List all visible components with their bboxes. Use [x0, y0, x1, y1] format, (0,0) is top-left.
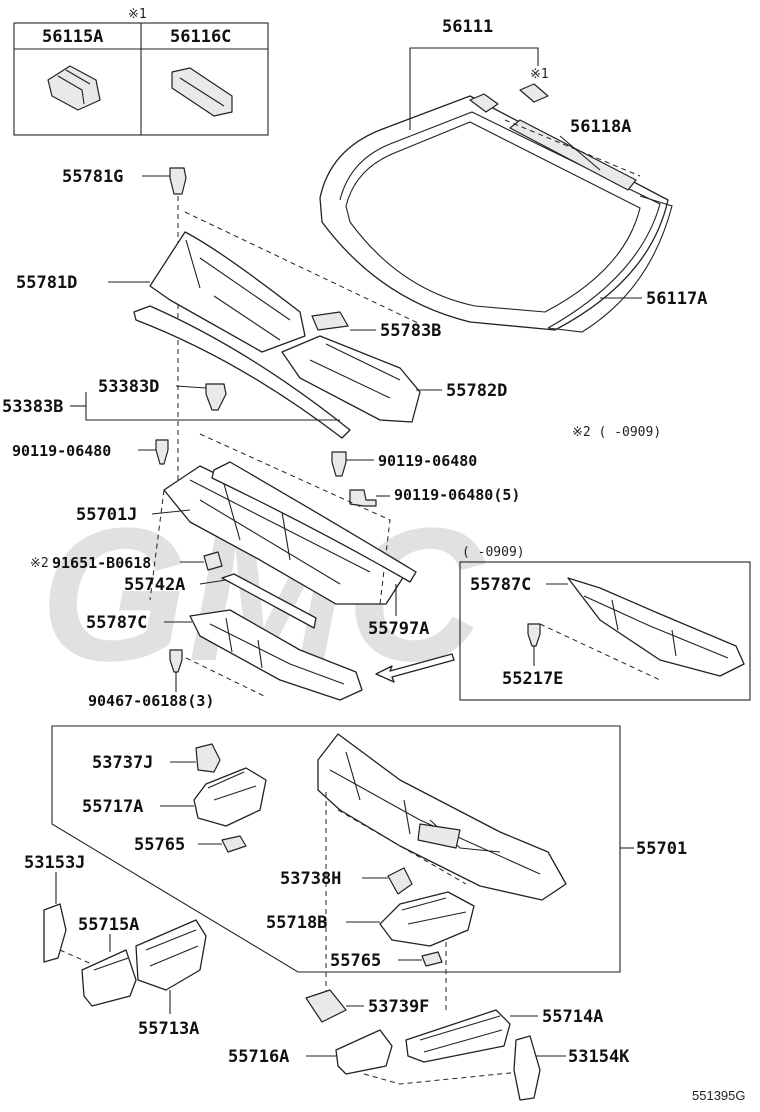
- inset-right: ( -0909) 55787C 55217E: [459, 545, 751, 701]
- label-55787C[interactable]: 55787C: [86, 613, 147, 633]
- inset-part-56115A[interactable]: 56115A: [42, 27, 103, 47]
- label-55717A[interactable]: 55717A: [82, 797, 143, 817]
- label-55701J[interactable]: 55701J: [76, 505, 137, 525]
- label-53738H[interactable]: 53738H: [280, 869, 341, 889]
- inset-label-55787C[interactable]: 55787C: [470, 575, 531, 595]
- windshield-group: [319, 47, 673, 333]
- label-56111[interactable]: 56111: [442, 17, 493, 37]
- label-56118A[interactable]: 56118A: [570, 117, 631, 137]
- strip-56118a-shape: [509, 119, 637, 191]
- panel-55714a-shape[interactable]: [405, 1009, 511, 1063]
- bracket-53737j-shape: [195, 743, 221, 773]
- label-91651[interactable]: 91651-B0618: [52, 554, 151, 572]
- pad-53739f-shape: [305, 989, 347, 1023]
- label-55782D[interactable]: 55782D: [446, 381, 507, 401]
- bolt-90119-a: [138, 439, 169, 465]
- clip-55765-b-shape: [421, 951, 443, 967]
- inset-note: ※1: [128, 7, 147, 22]
- bracket-53154k-shape[interactable]: [513, 1035, 541, 1101]
- label-53153J[interactable]: 53153J: [24, 853, 85, 873]
- diagram-code: 551395G: [692, 1088, 746, 1103]
- inset-top-left: ※1 56115A 56116C: [13, 7, 269, 136]
- cowl-top-55781d[interactable]: [149, 211, 421, 353]
- cowl-panel-55701[interactable]: [317, 733, 567, 1000]
- label-55718B[interactable]: 55718B: [266, 913, 327, 933]
- seal-55797a-shape[interactable]: [211, 461, 417, 583]
- label-55701[interactable]: 55701: [636, 839, 687, 859]
- louver-55787c[interactable]: [177, 609, 363, 701]
- bracket-53738h-shape: [387, 867, 413, 895]
- clip-56116c-shape: [171, 67, 233, 117]
- clip-56115a-shape: [47, 65, 101, 111]
- assembly-box-55701: [51, 725, 621, 973]
- label-55765-a[interactable]: 55765: [134, 835, 185, 855]
- panel-55713a-shape[interactable]: [135, 919, 207, 991]
- label-55765-b[interactable]: 55765: [330, 951, 381, 971]
- clip-53383d: [205, 383, 227, 411]
- panel-55716a-shape[interactable]: [335, 1029, 393, 1075]
- bracket-55717a-shape[interactable]: [193, 767, 267, 827]
- label-56117A[interactable]: 56117A: [646, 289, 707, 309]
- label-53383B[interactable]: 53383B: [2, 397, 63, 417]
- label-55797A[interactable]: 55797A: [368, 619, 429, 639]
- label-55783B[interactable]: 55783B: [380, 321, 441, 341]
- cowl-panel-55701j[interactable]: [149, 433, 405, 605]
- inset-label-55217E[interactable]: 55217E: [502, 669, 563, 689]
- marker-ref1: ※1: [530, 67, 549, 82]
- label-53737J[interactable]: 53737J: [92, 753, 153, 773]
- bolt-90467: [169, 649, 183, 692]
- label-55742A[interactable]: 55742A: [124, 575, 185, 595]
- panel-55715a-shape[interactable]: [81, 949, 137, 1007]
- inset-right-range: ( -0909): [462, 545, 525, 560]
- label-55713A[interactable]: 55713A: [138, 1019, 199, 1039]
- label-53739F[interactable]: 53739F: [368, 997, 429, 1017]
- cowl-top-55782d[interactable]: [281, 335, 421, 423]
- clip-55783b-shape: [311, 311, 349, 331]
- range-note: ※2 ( -0909): [572, 425, 661, 440]
- inset-part-56116C[interactable]: 56116C: [170, 27, 231, 47]
- label-55716A[interactable]: 55716A: [228, 1047, 289, 1067]
- arrow-to-inset: [375, 653, 455, 683]
- label-55781G[interactable]: 55781G: [62, 167, 123, 187]
- bolt-90119-b: [331, 451, 374, 477]
- label-90119-c[interactable]: 90119-06480(5): [394, 486, 520, 504]
- label-55781D[interactable]: 55781D: [16, 273, 77, 293]
- inset-louver-shape[interactable]: [567, 577, 745, 677]
- inset-right-box: [459, 561, 751, 701]
- bracket-53153j-shape[interactable]: [43, 903, 67, 963]
- label-90467[interactable]: 90467-06188(3): [88, 692, 214, 710]
- label-55715A[interactable]: 55715A: [78, 915, 139, 935]
- clip-55765-a-shape: [221, 835, 247, 853]
- label-90119-b[interactable]: 90119-06480: [378, 452, 477, 470]
- label-53154K[interactable]: 53154K: [568, 1047, 630, 1067]
- bolt-90119-c: [349, 489, 390, 507]
- label-55714A[interactable]: 55714A: [542, 1007, 603, 1027]
- label-90119-a[interactable]: 90119-06480: [12, 442, 111, 460]
- seal-53383-shape[interactable]: [133, 305, 351, 439]
- marker-ref2: ※2: [30, 556, 49, 571]
- screw-91651: [180, 551, 223, 571]
- bracket-55718b-shape[interactable]: [379, 891, 475, 947]
- label-53383D[interactable]: 53383D: [98, 377, 159, 397]
- strip-55742a-shape[interactable]: [221, 573, 317, 629]
- clip-55781g: [142, 167, 187, 500]
